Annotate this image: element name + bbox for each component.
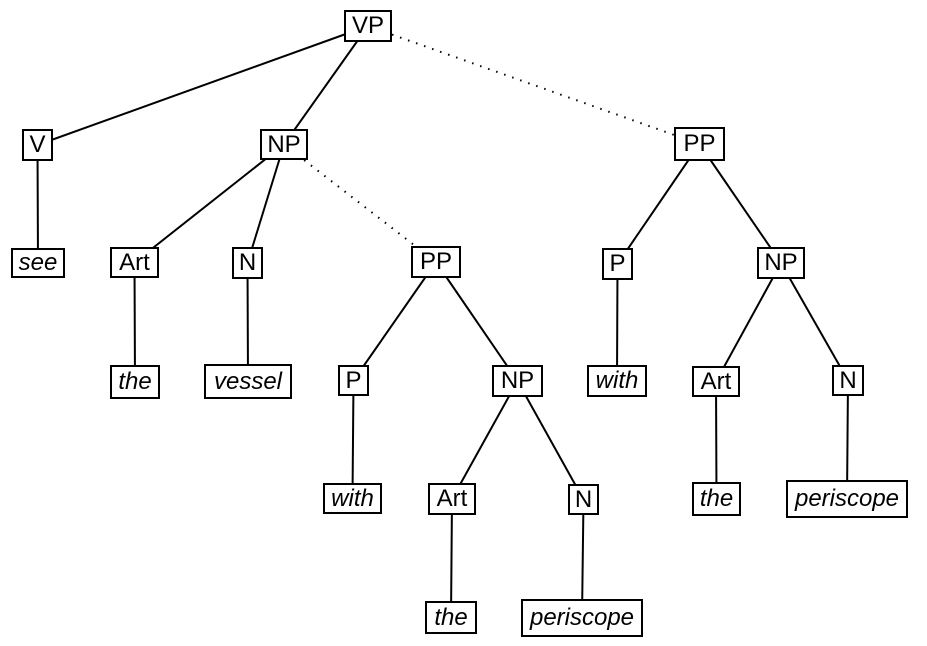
leaf-the3: the xyxy=(692,482,741,516)
leaf-vessel: vessel xyxy=(204,364,292,399)
tree-edge-v-see xyxy=(36,144,39,264)
tree-edge-np2-n2 xyxy=(516,380,585,500)
tree-edge-np1-art1 xyxy=(133,143,285,264)
node-art3: Art xyxy=(692,366,740,397)
tree-edge-art3-the3 xyxy=(715,381,718,500)
node-vp: VP xyxy=(344,10,392,42)
tree-edge-art1-the1 xyxy=(133,262,136,383)
node-p1: P xyxy=(338,365,369,396)
node-np3: NP xyxy=(757,247,805,279)
tree-edge-np2-art2 xyxy=(451,380,519,500)
tree-edge-vp-v xyxy=(37,25,369,146)
leaf-periscope1: periscope xyxy=(521,599,643,637)
node-v: V xyxy=(22,129,53,161)
tree-edge-pp2-p2 xyxy=(616,143,701,265)
tree-edge-np3-art3 xyxy=(715,262,782,382)
leaf-the2: the xyxy=(425,601,477,634)
leaf-see: see xyxy=(11,248,65,278)
node-np1: NP xyxy=(260,129,308,160)
tree-edge-np1-pp1 xyxy=(283,143,437,263)
leaf-the1: the xyxy=(110,365,160,399)
tree-edge-art2-the2 xyxy=(450,498,453,618)
tree-edge-vp-pp2 xyxy=(367,25,700,145)
tree-edge-pp1-p1 xyxy=(352,261,437,382)
leaf-periscope2: periscope xyxy=(786,480,908,518)
tree-edge-n1-vessel xyxy=(246,262,249,382)
tree-edge-p1-with1 xyxy=(351,380,355,499)
node-art2: Art xyxy=(428,483,476,515)
node-art1: Art xyxy=(110,247,159,278)
node-pp1: PP xyxy=(411,246,461,278)
tree-edge-pp1-np2 xyxy=(435,261,519,382)
tree-edge-n3-periscope2 xyxy=(846,380,849,500)
node-pp2: PP xyxy=(674,127,725,161)
tree-edge-np3-n3 xyxy=(780,262,849,381)
node-n2: N xyxy=(568,484,599,515)
leaf-with1: with xyxy=(323,483,382,514)
leaf-with2: with xyxy=(587,365,647,397)
tree-edge-vp-np1 xyxy=(283,25,369,146)
tree-edge-p2-with2 xyxy=(616,263,619,382)
node-np2: NP xyxy=(492,365,543,397)
tree-edge-np1-n1 xyxy=(246,144,285,264)
node-n3: N xyxy=(832,365,864,396)
node-p2: P xyxy=(602,248,633,280)
node-n1: N xyxy=(232,247,263,279)
tree-edge-pp2-np3 xyxy=(698,143,782,264)
tree-edge-n2-periscope1 xyxy=(581,499,585,619)
